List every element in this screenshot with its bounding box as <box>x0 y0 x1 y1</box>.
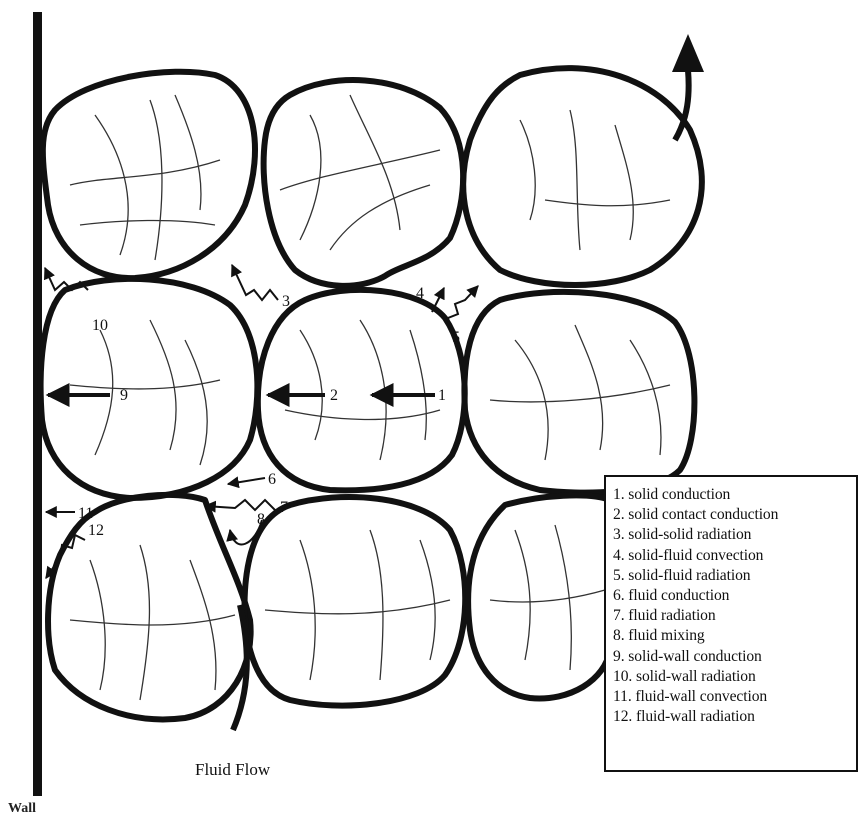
legend-item-8: 8. fluid mixing <box>613 626 856 646</box>
legend-item-4: 4. solid-fluid convection <box>613 546 856 566</box>
legend-item-3: 3. solid-solid radiation <box>613 525 856 545</box>
label-6: 6 <box>268 471 276 488</box>
legend-item-9: 9. solid-wall conduction <box>613 647 856 667</box>
legend-item-6: 6. fluid conduction <box>613 586 856 606</box>
legend-item-5: 5. solid-fluid radiation <box>613 566 856 586</box>
flow-curve <box>233 605 247 730</box>
arrow-3 <box>232 265 278 300</box>
legend-item-11: 11. fluid-wall convection <box>613 687 856 707</box>
legend-item-2: 2. solid contact conduction <box>613 505 856 525</box>
legend-item-12: 12. fluid-wall radiation <box>613 707 856 727</box>
label-5: 5 <box>452 329 460 346</box>
wall-label: Wall <box>8 801 36 817</box>
particle-top-middle <box>264 80 464 286</box>
particle-center <box>258 290 465 490</box>
arrow-5 <box>448 286 478 328</box>
arrow-6 <box>228 478 265 484</box>
label-9: 9 <box>120 387 128 404</box>
label-2: 2 <box>330 387 338 404</box>
label-11: 11 <box>78 505 93 522</box>
particle-bottom-right <box>468 495 610 698</box>
particle-middle-right <box>464 292 694 493</box>
label-1: 1 <box>438 387 446 404</box>
particle-bottom-middle <box>245 497 466 706</box>
label-7: 7 <box>280 499 288 516</box>
fluid-flow-label: Fluid Flow <box>195 760 270 780</box>
legend-item-7: 7. fluid radiation <box>613 606 856 626</box>
label-8: 8 <box>257 511 265 528</box>
particle-texture <box>70 95 670 700</box>
legend-item-1: 1. solid conduction <box>613 485 856 505</box>
label-4: 4 <box>416 285 424 302</box>
arrow-7 <box>205 500 275 510</box>
exit-arrow-head <box>672 34 704 72</box>
label-10: 10 <box>92 317 108 334</box>
label-12: 12 <box>88 522 104 539</box>
particle-top-right <box>463 68 702 285</box>
legend: 1. solid conduction 2. solid contact con… <box>604 475 858 772</box>
legend-item-10: 10. solid-wall radiation <box>613 667 856 687</box>
label-3: 3 <box>282 293 290 310</box>
